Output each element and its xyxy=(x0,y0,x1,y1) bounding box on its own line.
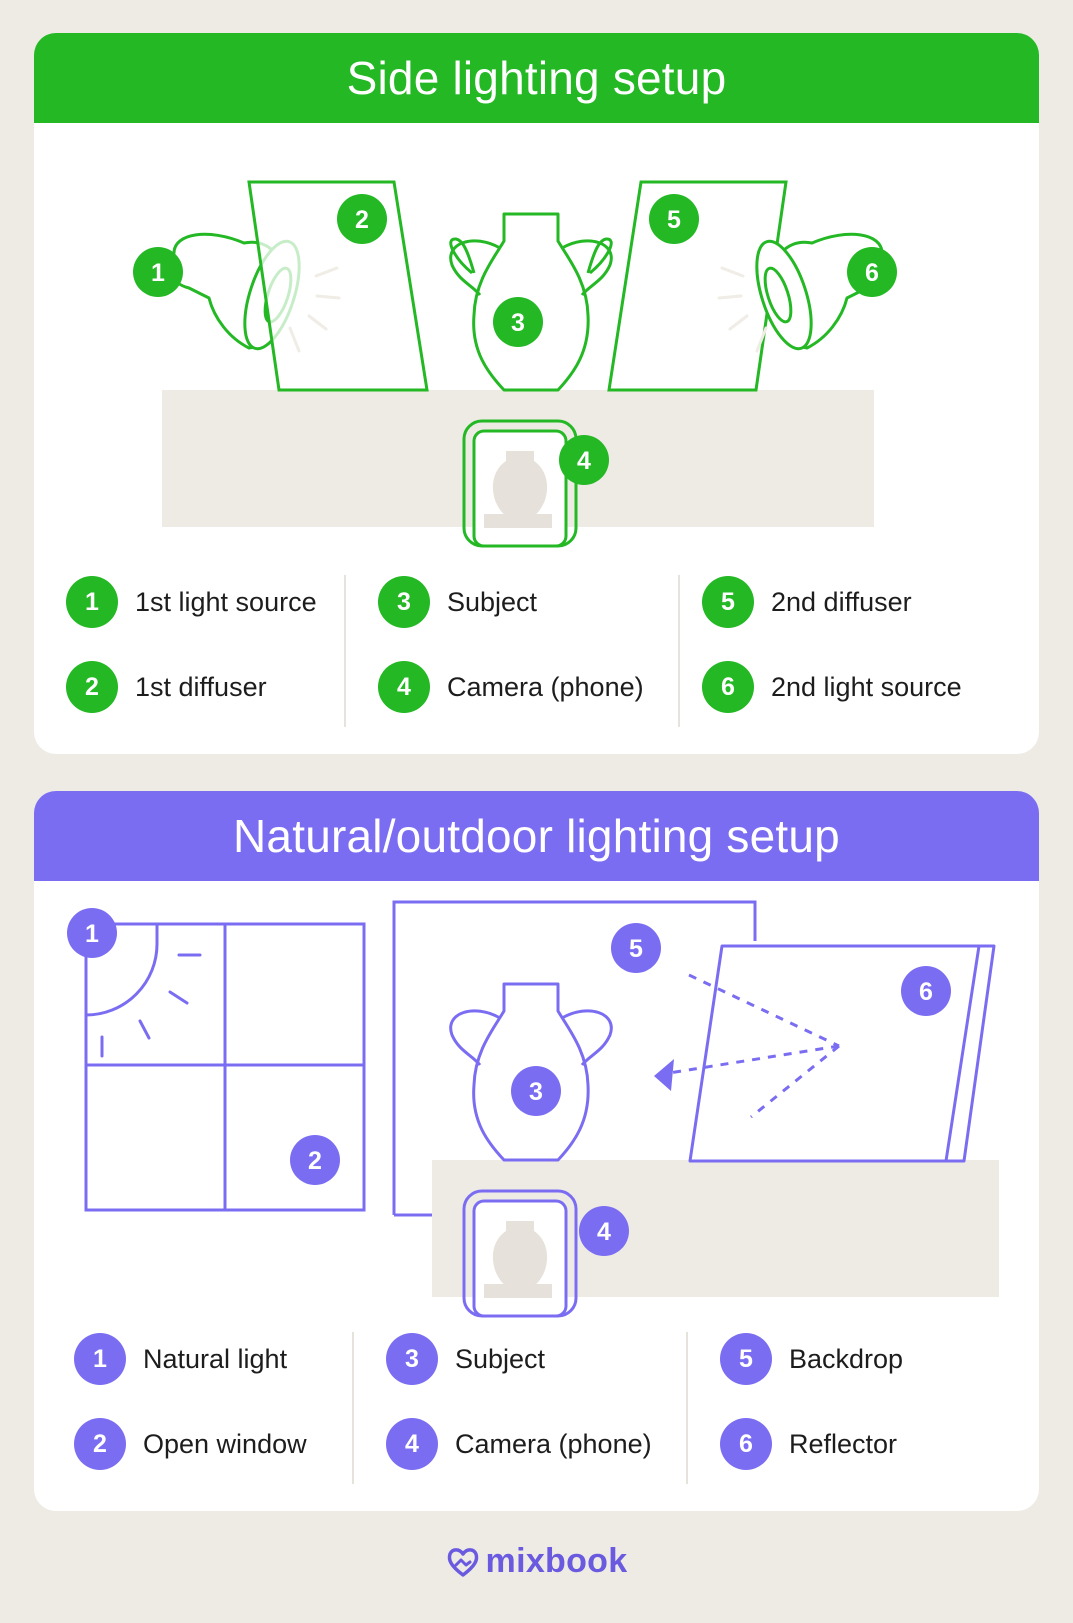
vase-handle-left xyxy=(449,239,501,296)
sun-icon xyxy=(84,922,202,1058)
marker-4: 4 xyxy=(559,435,609,485)
legend-label: Natural light xyxy=(143,1343,288,1374)
side-lighting-legend: 1 1st light source 2 1st diffuser 3 Subj… xyxy=(34,575,1039,727)
natural-lighting-legend: 1 Natural light 2 Open window 3 Subject … xyxy=(34,1332,1039,1484)
marker-5: 5 xyxy=(611,923,661,973)
legend-item: 6 Reflector xyxy=(720,1417,897,1471)
legend-number: 2 xyxy=(66,661,118,713)
marker-5: 5 xyxy=(649,194,699,244)
legend-item: 2 Open window xyxy=(74,1417,307,1471)
marker-3: 3 xyxy=(511,1066,561,1116)
legend-label: Backdrop xyxy=(789,1343,904,1374)
svg-text:4: 4 xyxy=(597,1218,611,1246)
backdrop-panel xyxy=(392,900,757,1215)
legend-number: 5 xyxy=(720,1333,772,1385)
vase-handle-left xyxy=(449,1009,501,1066)
legend-number: 1 xyxy=(66,576,118,628)
legend-item: 3 Subject xyxy=(378,575,537,629)
svg-text:2: 2 xyxy=(355,206,369,234)
natural-lighting-diagram: 1 2 3 4 5 6 xyxy=(67,900,999,1318)
legend-number: 4 xyxy=(378,661,430,713)
marker-3: 3 xyxy=(493,297,543,347)
right-light-rays xyxy=(717,266,768,353)
svg-text:2: 2 xyxy=(308,1147,322,1175)
marker-2: 2 xyxy=(337,194,387,244)
legend-column: 1 1st light source 2 1st diffuser xyxy=(34,575,344,727)
legend-item: 4 Camera (phone) xyxy=(378,660,644,714)
legend-item: 1 Natural light xyxy=(74,1332,287,1386)
svg-text:3: 3 xyxy=(529,1078,543,1106)
svg-text:6: 6 xyxy=(919,978,933,1006)
legend-column: 5 2nd diffuser 6 2nd light source xyxy=(678,575,1039,727)
reflected-light-path xyxy=(668,973,840,1119)
natural-lighting-card: Natural/outdoor lighting setup xyxy=(34,791,1039,1511)
legend-number: 4 xyxy=(386,1418,438,1470)
legend-number: 6 xyxy=(720,1418,772,1470)
side-lighting-title: Side lighting setup xyxy=(34,33,1039,123)
legend-item: 6 2nd light source xyxy=(702,660,962,714)
legend-item: 4 Camera (phone) xyxy=(386,1417,652,1471)
marker-4: 4 xyxy=(579,1206,629,1256)
side-lighting-card: Side lighting setup xyxy=(34,33,1039,754)
legend-label: Subject xyxy=(447,586,538,617)
reflector-panel xyxy=(688,944,996,1163)
left-light-rays xyxy=(288,266,341,353)
marker-6: 6 xyxy=(901,966,951,1016)
legend-item: 2 1st diffuser xyxy=(66,660,267,714)
natural-lighting-title: Natural/outdoor lighting setup xyxy=(34,791,1039,881)
legend-item: 5 Backdrop xyxy=(720,1332,903,1386)
svg-text:4: 4 xyxy=(577,447,591,475)
legend-label: Subject xyxy=(455,1343,546,1374)
legend-number: 5 xyxy=(702,576,754,628)
legend-item: 3 Subject xyxy=(386,1332,545,1386)
open-window-icon xyxy=(84,922,366,1212)
marker-1: 1 xyxy=(67,908,117,958)
legend-label: 1st light source xyxy=(135,586,317,617)
marker-1: 1 xyxy=(133,247,183,297)
svg-text:6: 6 xyxy=(865,259,879,287)
svg-text:5: 5 xyxy=(667,206,681,234)
legend-label: Reflector xyxy=(789,1428,898,1459)
legend-column: 1 Natural light 2 Open window xyxy=(34,1332,352,1484)
svg-text:3: 3 xyxy=(511,309,525,337)
svg-text:1: 1 xyxy=(151,259,165,287)
legend-column: 5 Backdrop 6 Reflector xyxy=(686,1332,1039,1484)
legend-number: 3 xyxy=(386,1333,438,1385)
legend-number: 6 xyxy=(702,661,754,713)
legend-label: 2nd diffuser xyxy=(771,586,912,617)
legend-item: 5 2nd diffuser xyxy=(702,575,912,629)
marker-6: 6 xyxy=(847,247,897,297)
legend-number: 2 xyxy=(74,1418,126,1470)
svg-text:1: 1 xyxy=(85,920,99,948)
legend-label: Camera (phone) xyxy=(455,1428,652,1459)
legend-number: 3 xyxy=(378,576,430,628)
brand-name: mixbook xyxy=(485,1542,628,1580)
svg-text:5: 5 xyxy=(629,935,643,963)
legend-label: 2nd light source xyxy=(771,671,962,702)
vase-handle-right xyxy=(561,239,613,296)
marker-2: 2 xyxy=(290,1135,340,1185)
legend-label: 1st diffuser xyxy=(135,671,267,702)
legend-label: Open window xyxy=(143,1428,307,1459)
side-lighting-diagram: 1 2 3 4 5 6 xyxy=(133,180,897,548)
legend-label: Camera (phone) xyxy=(447,671,644,702)
arrow-head-icon xyxy=(654,1059,674,1091)
phone-camera-icon xyxy=(462,1189,578,1318)
legend-column: 3 Subject 4 Camera (phone) xyxy=(344,575,678,727)
vase-handle-right xyxy=(561,1009,613,1066)
heart-photo-icon xyxy=(447,1547,478,1577)
legend-item: 1 1st light source xyxy=(66,575,317,629)
brand-footer: mixbook xyxy=(0,1542,1073,1581)
legend-number: 1 xyxy=(74,1333,126,1385)
right-diffuser-panel xyxy=(607,180,788,392)
phone-camera-icon xyxy=(462,419,578,548)
legend-column: 3 Subject 4 Camera (phone) xyxy=(352,1332,686,1484)
